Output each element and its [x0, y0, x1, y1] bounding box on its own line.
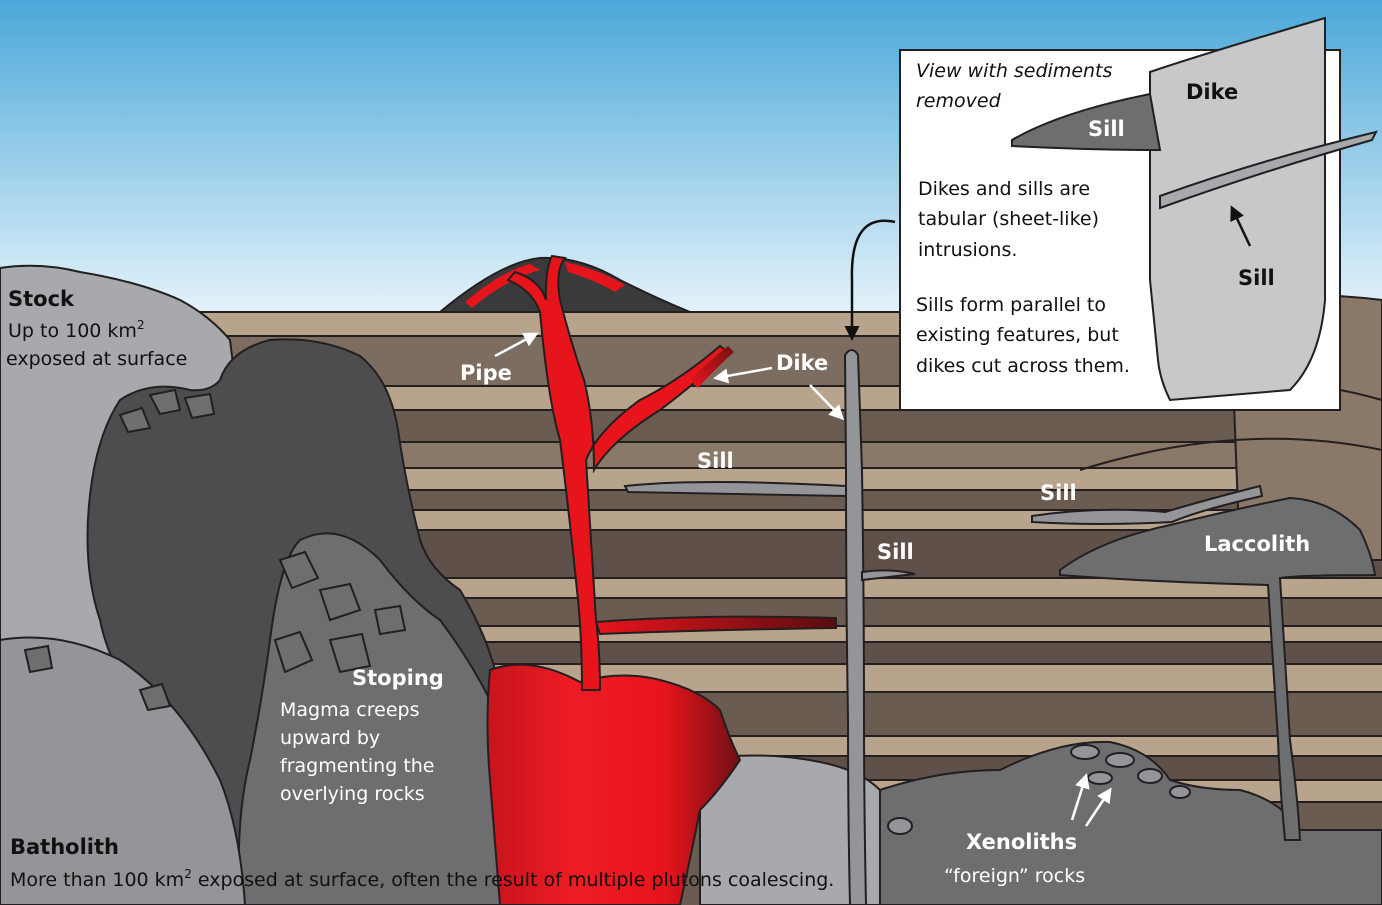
inset-para1-1: Dikes and sills are [918, 178, 1090, 200]
inset-sill-top-label: Sill [1088, 117, 1125, 141]
inset-sill-arrow [1230, 205, 1252, 247]
laccolith-label: Laccolith [1204, 532, 1310, 556]
laccolith [1059, 496, 1377, 841]
stock-title: Stock [8, 287, 75, 311]
stock-desc: Up to 100 km2 [8, 318, 145, 342]
magma-chamber [486, 663, 742, 905]
xenoliths-title: Xenoliths [966, 830, 1077, 854]
batholith-desc: More than 100 km2 exposed at surface, of… [10, 867, 834, 891]
label-arrows [494, 332, 1112, 827]
stock-desc-line2: exposed at surface [6, 348, 187, 370]
stoping-desc-3: fragmenting the [280, 755, 435, 777]
xenolith-blocks [887, 744, 1191, 835]
inset-heading-2: removed [916, 90, 1002, 112]
sill-label-center: Sill [877, 540, 914, 564]
inset-sill-bottom-label: Sill [1238, 266, 1275, 290]
xenolith-pluton [879, 740, 1382, 905]
stoping-desc-1: Magma creeps [280, 699, 419, 721]
sill-label-right: Sill [1040, 481, 1077, 505]
dike-label: Dike [776, 351, 828, 375]
callout-arrow [844, 219, 896, 341]
pipe [506, 254, 730, 691]
stoping-blocks [23, 388, 407, 712]
inset-para1-2: tabular (sheet-like) [918, 208, 1099, 230]
inset-para2-2: existing features, but [916, 324, 1119, 346]
dike [843, 349, 868, 905]
volcano-cone [437, 256, 691, 313]
inset-para1-3: intrusions. [918, 239, 1017, 261]
sill-label-left: Sill [697, 449, 734, 473]
inset-sill-top [1011, 92, 1162, 152]
batholith-title: Batholith [10, 835, 119, 859]
sill-center [861, 569, 916, 582]
inset-para2-1: Sills form parallel to [916, 294, 1106, 316]
xenoliths-desc: “foreign” rocks [944, 865, 1085, 887]
stoping-title: Stoping [352, 666, 444, 690]
inset-heading-1: View with sediments [916, 60, 1113, 82]
inset-dike-label: Dike [1186, 80, 1238, 104]
pipe-label: Pipe [460, 361, 512, 385]
inset-sill-bottom [1159, 130, 1378, 210]
sill-left [623, 481, 847, 498]
inset-dike-sheet [1149, 16, 1326, 402]
stoping-desc-4: overlying rocks [280, 783, 425, 805]
inset-para2-3: dikes cut across them. [916, 355, 1130, 377]
stoping-desc-2: upward by [280, 727, 380, 749]
sill-right [1031, 484, 1264, 525]
red-sill [594, 615, 837, 636]
